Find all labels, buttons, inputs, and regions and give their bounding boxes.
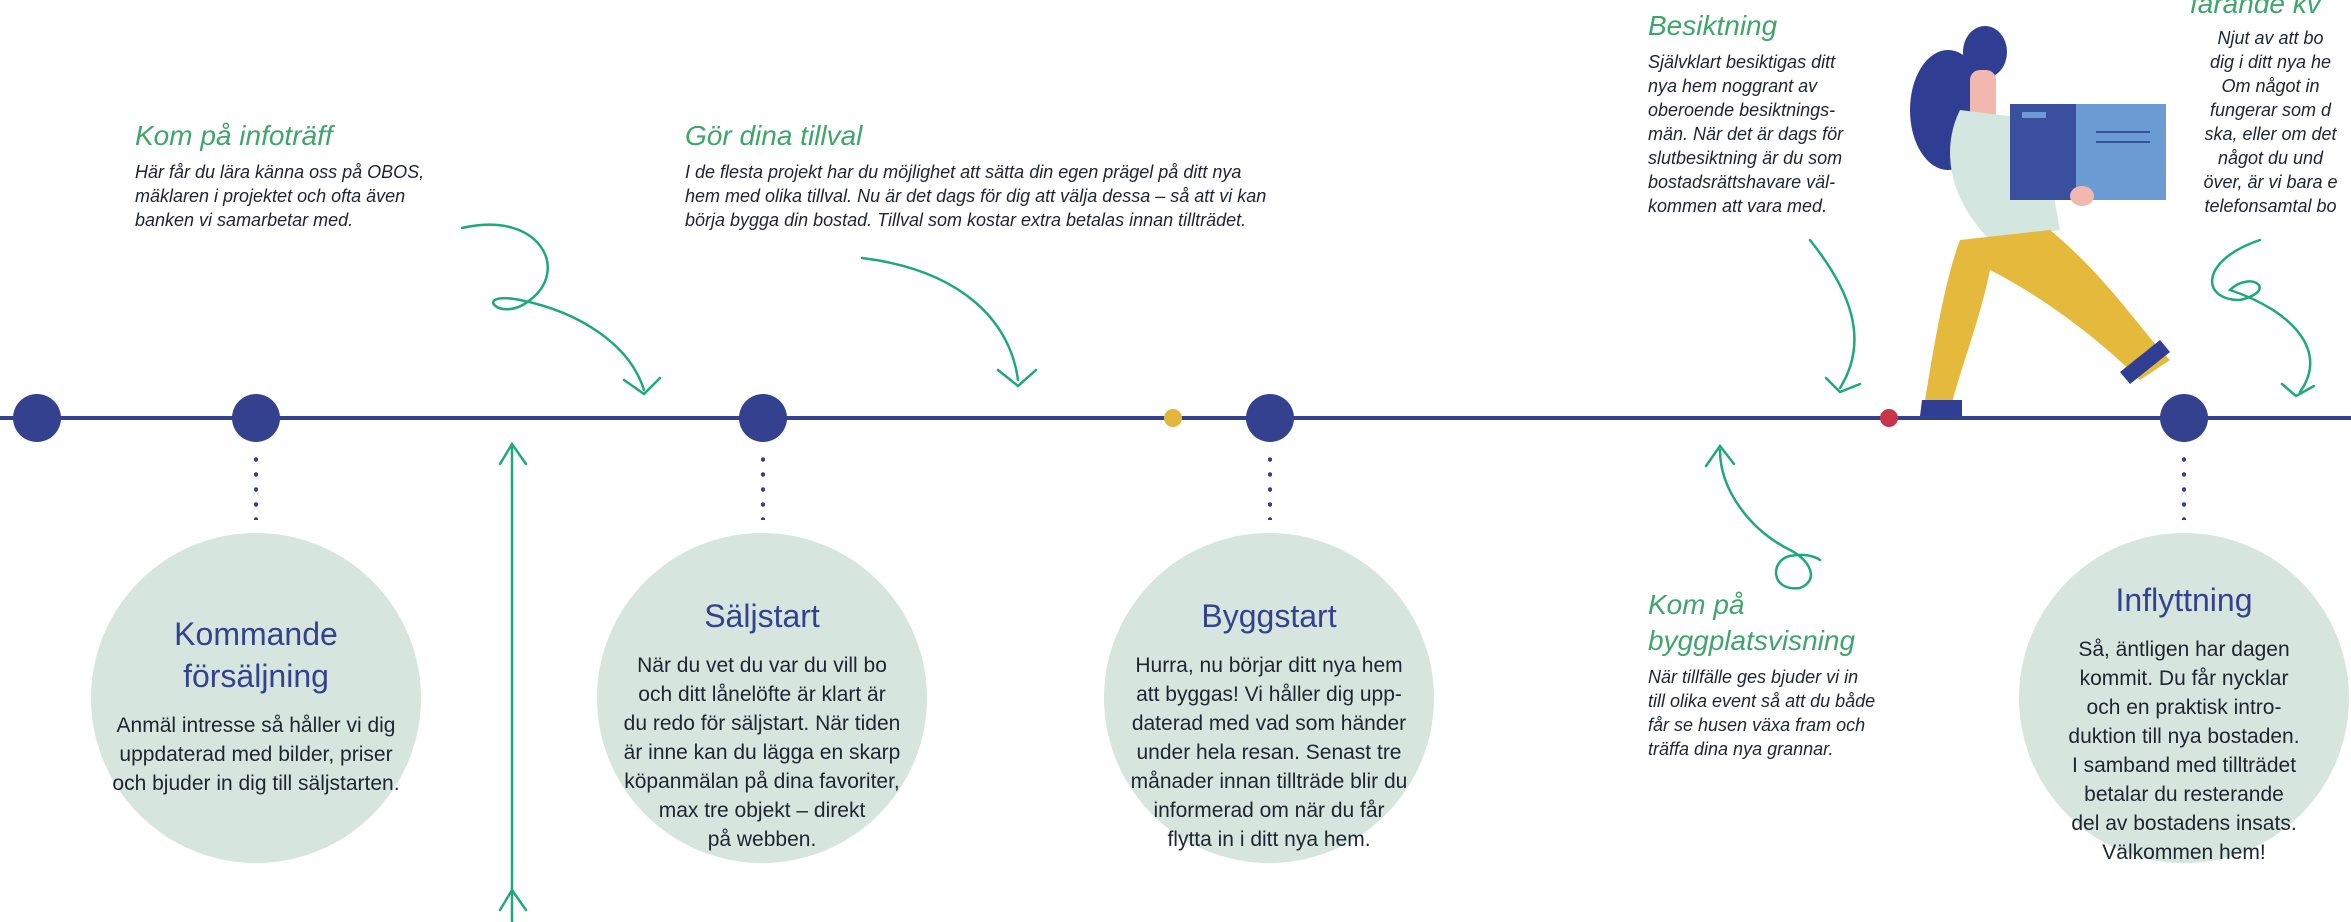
curved-arrow-tillval [860,256,1020,382]
note-title: farande kv [2190,0,2321,19]
curly-arrow-right [2211,238,2312,394]
circle-text: Så, äntligen har dagen kommit. Du får ny… [2068,638,2300,864]
circle-kommande-forsaljning: Kommande försäljning Anmäl intresse så h… [91,533,421,863]
note-infotraff: Kom på infoträff Här får du lära känna o… [135,118,555,232]
note-byggplatsvisning: Kom på byggplatsvisning När tillfälle ge… [1648,587,1948,761]
timeline-node-byggstart [1246,394,1294,442]
note-title: Kom på byggplatsvisning [1648,589,1856,656]
timeline-node-saljstart [739,394,787,442]
timeline-node-start [13,394,61,442]
curly-arrow-infotraff [460,223,646,392]
timeline-marker-yellow [1164,409,1182,427]
timeline-marker-red [1880,409,1898,427]
note-title: Gör dina tillval [685,120,863,151]
dotted-connector [1268,452,1272,520]
note-text: Här får du lära känna oss på OBOS, mäkla… [135,162,425,230]
circle-saljstart: Säljstart När du vet du var du vill bo o… [597,533,927,863]
timeline-node-inflyttning [2160,394,2208,442]
person-carrying-box-illustration [1910,26,2170,416]
note-title: Besiktning [1648,10,1778,41]
note-title: Kom på infoträff [135,120,333,151]
circle-title: Byggstart [1201,598,1337,634]
circle-text: När du vet du var du vill bo och ditt lå… [623,654,901,851]
note-text: När tillfälle ges bjuder vi in till olik… [1648,667,1876,759]
circle-title: Säljstart [704,598,820,634]
circle-text: Hurra, nu börjar ditt nya hem att byggas… [1130,654,1408,851]
circle-byggstart: Byggstart Hurra, nu börjar ditt nya hem … [1104,533,1434,863]
circle-title: Inflyttning [2115,582,2253,618]
dotted-connector [2182,452,2186,520]
curved-arrow-besiktning [1808,238,1856,390]
circle-inflyttning: Inflyttning Så, äntligen har dagen kommi… [2019,533,2349,864]
dotted-connector [761,452,765,520]
curly-arrow-byggplats [1718,448,1822,590]
dotted-connector [254,452,258,520]
note-text: Njut av att bo dig i ditt nya he Om någo… [2203,28,2338,216]
timeline-node-kommande [232,394,280,442]
note-right-cut: farande kv Njut av att bo dig i ditt nya… [2190,0,2351,218]
note-text: I de flesta projekt har du möjlighet att… [685,162,1267,230]
note-text: Självklart besiktigas ditt nya hem noggr… [1648,52,1844,216]
circle-text: Anmäl intresse så håller vi dig uppdater… [112,714,400,795]
circle-title: Kommande försäljning [174,616,338,694]
note-tillval: Gör dina tillval I de flesta projekt har… [685,118,1385,232]
note-besiktning: Besiktning Självklart besiktigas ditt ny… [1648,8,1888,218]
